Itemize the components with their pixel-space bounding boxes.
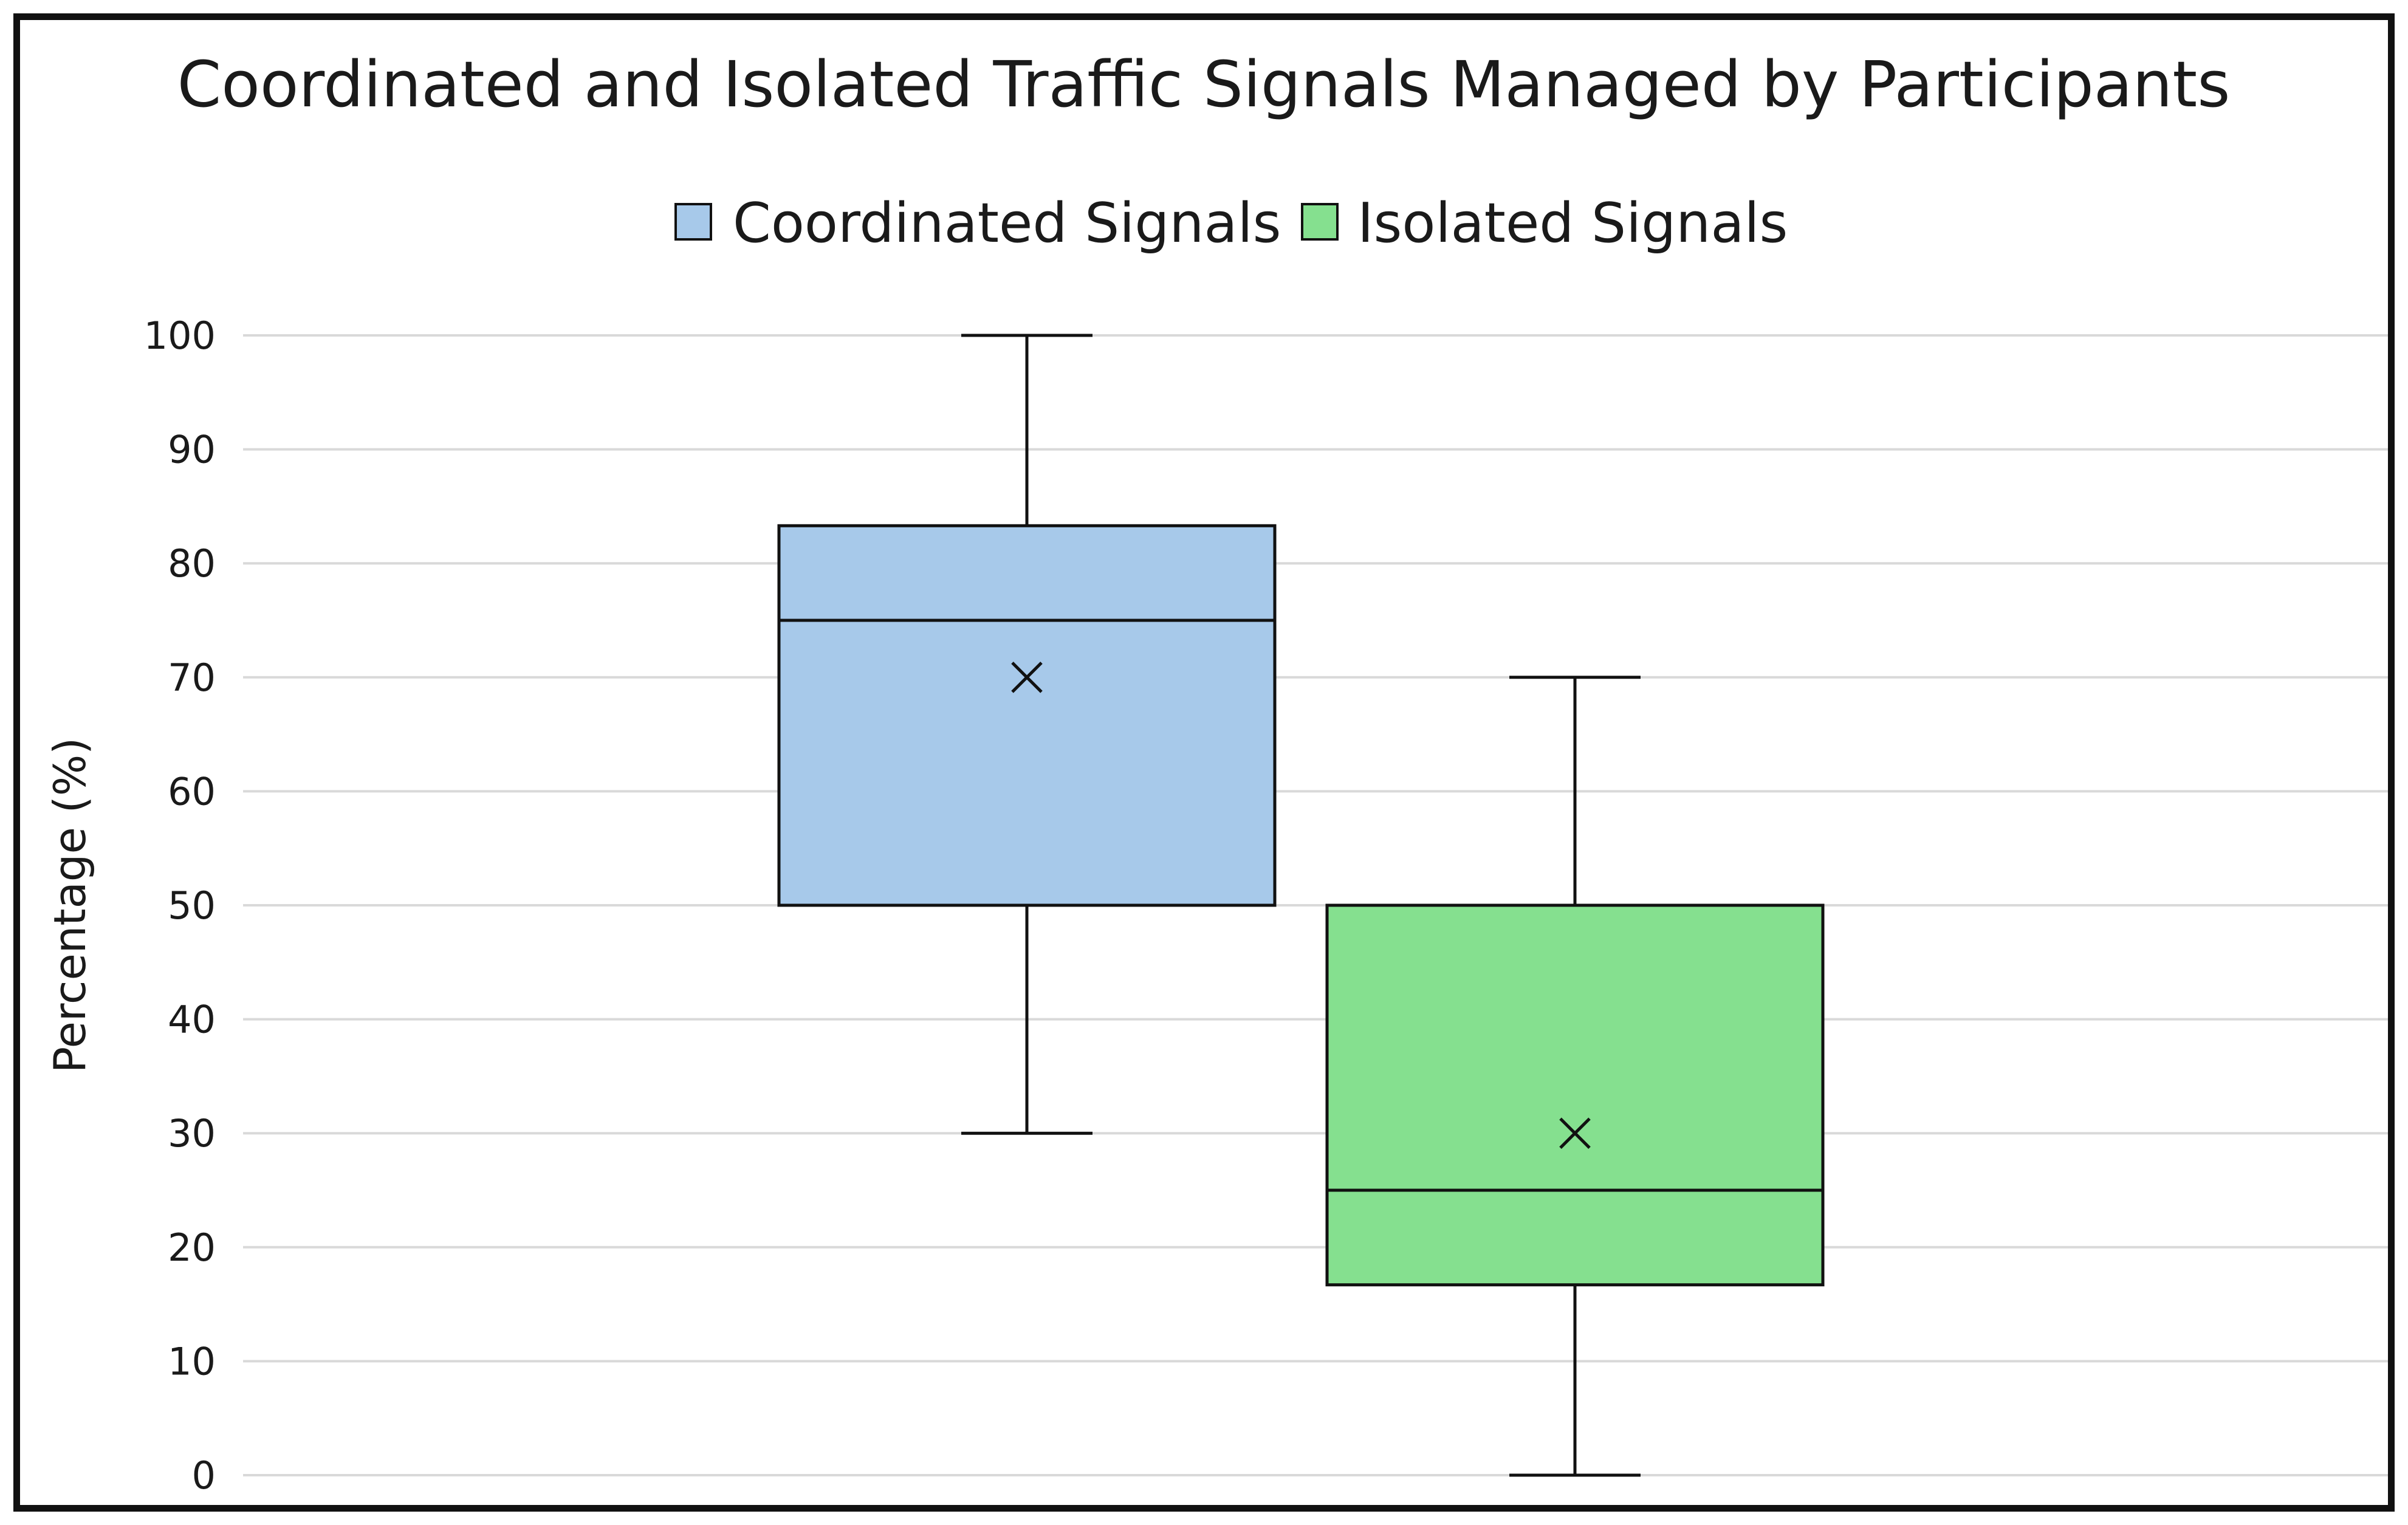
legend: Coordinated Signals Isolated Signals bbox=[674, 191, 1788, 255]
chart-title: Coordinated and Isolated Traffic Signals… bbox=[177, 47, 2231, 122]
iqr-box-coordinated-signals bbox=[777, 524, 1277, 907]
y-tick-label-70: 70 bbox=[168, 656, 216, 700]
mean-marker-coordinated-signals bbox=[1011, 662, 1043, 693]
y-tick-label-0: 0 bbox=[192, 1453, 216, 1498]
y-tick-label-30: 30 bbox=[168, 1111, 216, 1156]
legend-swatch-coordinated-signals bbox=[674, 203, 712, 241]
box-series bbox=[777, 334, 1825, 1477]
y-tick-label-100: 100 bbox=[144, 314, 216, 358]
y-axis-ticks: 0 10 20 30 40 50 60 70 80 90 100 bbox=[144, 314, 216, 1498]
iqr-box-isolated-signals bbox=[1325, 903, 1825, 1287]
mean-marker-isolated-signals bbox=[1559, 1117, 1591, 1149]
y-tick-label-50: 50 bbox=[168, 883, 216, 928]
y-tick-label-80: 80 bbox=[168, 541, 216, 586]
box-group-isolated-signals bbox=[1325, 676, 1825, 1477]
legend-label-coordinated-signals: Coordinated Signals bbox=[733, 191, 1281, 255]
legend-label-isolated-signals: Isolated Signals bbox=[1357, 191, 1788, 255]
y-tick-label-90: 90 bbox=[168, 428, 216, 472]
y-axis-label: Percentage (%) bbox=[44, 738, 95, 1074]
gridlines bbox=[243, 334, 2388, 1476]
y-tick-label-10: 10 bbox=[168, 1339, 216, 1383]
legend-swatch-isolated-signals bbox=[1301, 203, 1339, 241]
y-tick-label-60: 60 bbox=[168, 769, 216, 814]
y-tick-label-20: 20 bbox=[168, 1225, 216, 1270]
box-group-coordinated-signals bbox=[777, 334, 1277, 1135]
y-tick-label-40: 40 bbox=[168, 998, 216, 1042]
